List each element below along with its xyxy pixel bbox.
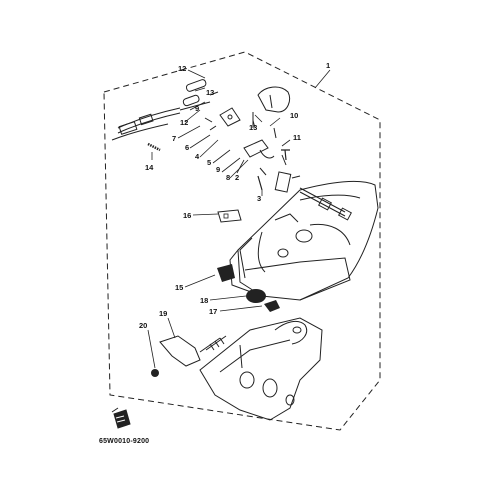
callout-16: 16 xyxy=(183,211,191,220)
cap-17 xyxy=(264,300,280,312)
leader-lines xyxy=(147,69,331,369)
lower-bracket xyxy=(199,317,323,421)
bracket-19 xyxy=(159,335,227,367)
callout-2: 2 xyxy=(235,173,239,182)
throttle-cam-13 xyxy=(257,86,291,113)
callout-19: 19 xyxy=(159,309,167,318)
callout-4: 4 xyxy=(195,152,200,161)
link-rod-12 xyxy=(185,79,207,92)
drawing-code: 65W0010-9200 xyxy=(99,438,150,445)
callout-9a: 9 xyxy=(195,104,199,113)
callout-12a: 12 xyxy=(178,64,186,73)
screw-3 xyxy=(257,175,263,191)
callout-14: 14 xyxy=(145,163,154,172)
callout-17: 17 xyxy=(209,307,217,316)
callout-9b: 9 xyxy=(216,165,220,174)
callout-5: 5 xyxy=(207,158,211,167)
bracket-body xyxy=(229,180,379,301)
callout-12b: 12 xyxy=(180,118,188,127)
stopper-15 xyxy=(217,264,235,282)
callout-20: 20 xyxy=(139,321,147,330)
assembly-boundary xyxy=(103,51,381,431)
nut-20 xyxy=(151,369,159,377)
throttle-cable xyxy=(111,101,211,141)
grommet-18 xyxy=(246,289,266,303)
plate-16 xyxy=(217,209,242,223)
callout-15: 15 xyxy=(175,283,183,292)
callout-6: 6 xyxy=(185,143,189,152)
bolt-11 xyxy=(281,149,290,161)
linkage-parts xyxy=(182,79,301,193)
callout-7: 7 xyxy=(172,134,176,143)
callout-10: 10 xyxy=(290,111,298,120)
callout-8: 8 xyxy=(226,173,230,182)
callout-18: 18 xyxy=(200,296,208,305)
callout-1: 1 xyxy=(326,61,330,70)
callout-13b: 13 xyxy=(249,123,257,132)
orientation-icon xyxy=(111,407,131,429)
callout-11: 11 xyxy=(293,133,301,142)
rod-assembly xyxy=(299,187,352,221)
callout-3: 3 xyxy=(257,194,261,203)
callout-13a: 13 xyxy=(206,88,214,97)
spring-14 xyxy=(147,142,161,152)
